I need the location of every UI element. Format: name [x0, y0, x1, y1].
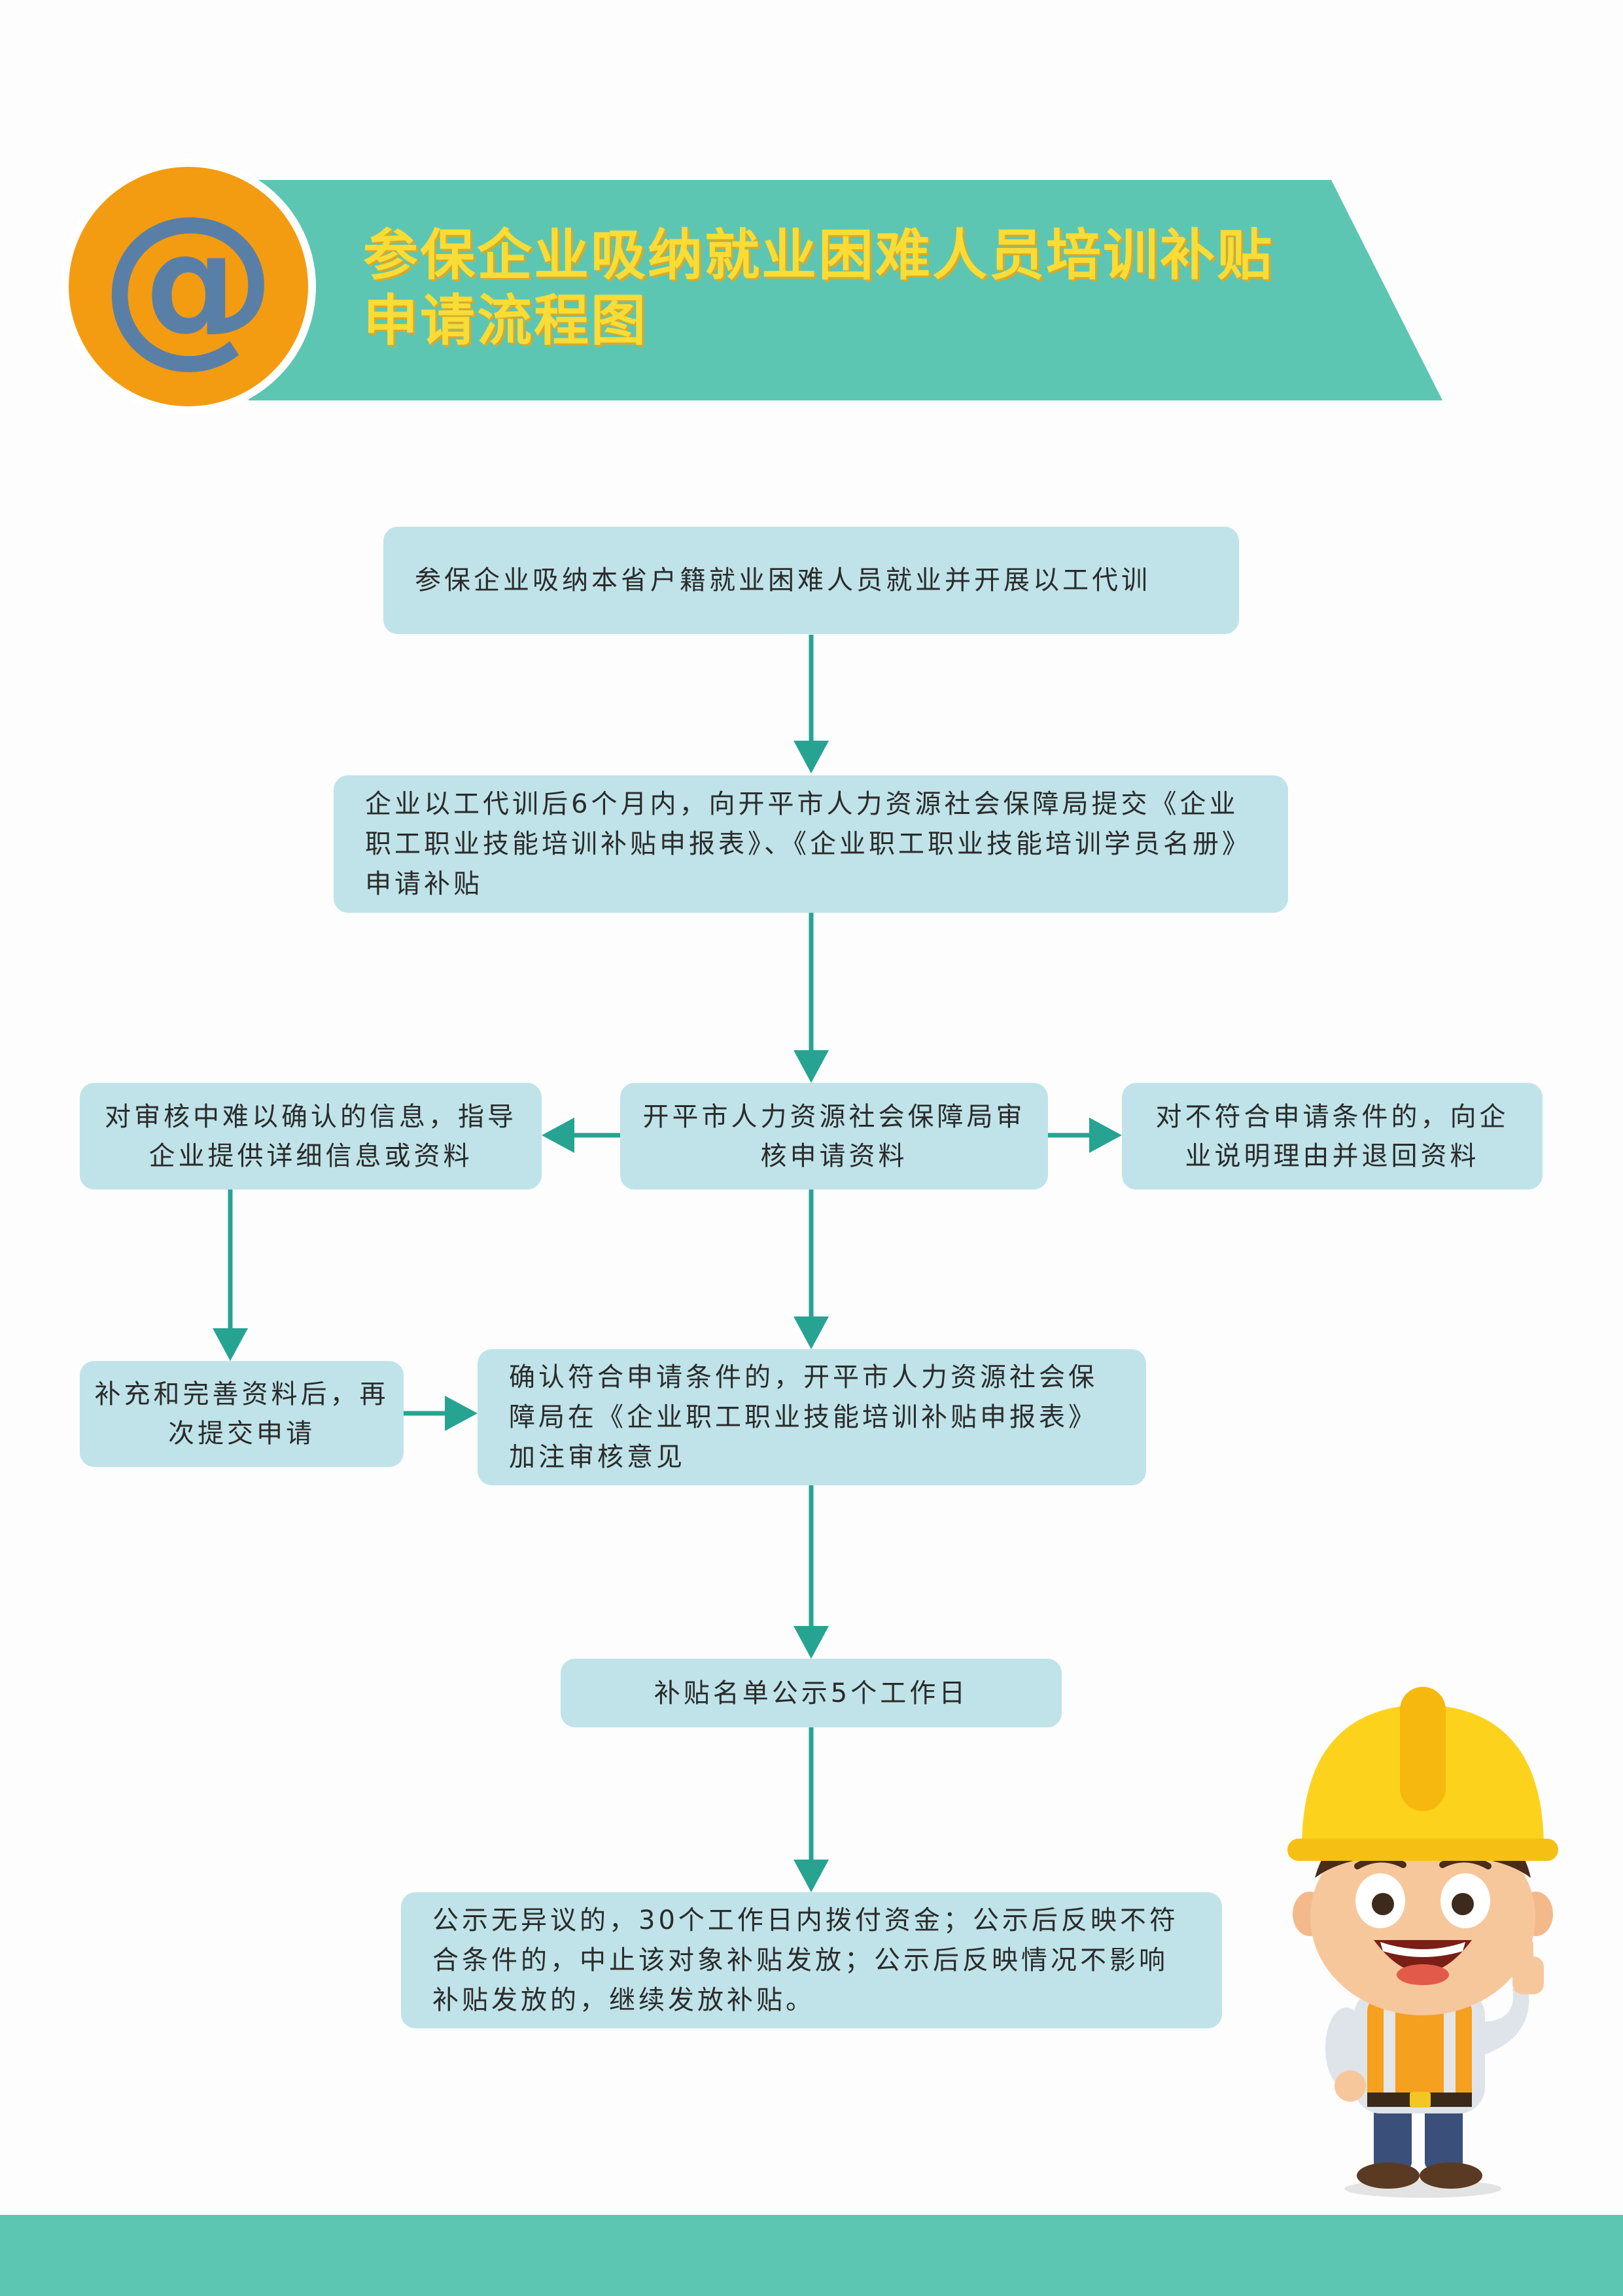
reject-text: 对不符合申请条件的，向企业说明理由并退回资料 — [1142, 1097, 1523, 1176]
arrow-head-2-3 — [794, 1050, 829, 1083]
mascot-right-pupil — [1452, 1893, 1474, 1915]
mascot-left-pupil — [1372, 1893, 1394, 1915]
payment-box: 公示无异议的，30个工作日内拨付资金；公示后反映不符合条件的，中止该对象补贴发放… — [401, 1892, 1222, 2028]
at-sign-icon: @ — [100, 177, 277, 383]
footer-bar — [0, 2215, 1623, 2296]
approval-text: 确认符合申请条件的，开平市人力资源社会保障局在《企业职工职业技能培训补贴申报表》… — [509, 1358, 1115, 1477]
mascot-left-shoe — [1357, 2163, 1420, 2189]
mascot-left-hand — [1335, 2070, 1366, 2102]
step-review-text: 开平市人力资源社会保障局审核申请资料 — [638, 1097, 1030, 1176]
arrow-head-5-6 — [794, 1860, 829, 1892]
mascot-tongue — [1397, 1964, 1449, 1985]
publicity-text: 补贴名单公示5个工作日 — [592, 1674, 1030, 1713]
mascot-vest-stripe-left — [1384, 1996, 1395, 2107]
step-submit-text: 企业以工代训后6个月内，向开平市人力资源社会保障局提交《企业职工职业技能培训补贴… — [365, 785, 1257, 904]
info-request-text: 对审核中难以确认的信息，指导企业提供详细信息或资料 — [98, 1097, 523, 1176]
step-submit-box: 企业以工代训后6个月内，向开平市人力资源社会保障局提交《企业职工职业技能培训补贴… — [334, 775, 1288, 913]
mascot-helmet-brim — [1287, 1839, 1558, 1861]
reject-box: 对不符合申请条件的，向企业说明理由并退回资料 — [1122, 1083, 1543, 1190]
step-review-box: 开平市人力资源社会保障局审核申请资料 — [620, 1083, 1048, 1190]
page-title: 参保企业吸纳就业困难人员培训补贴 申请流程图 — [363, 222, 1384, 353]
info-request-box: 对审核中难以确认的信息，指导企业提供详细信息或资料 — [80, 1083, 542, 1190]
arrow-head-3-right — [1089, 1118, 1122, 1153]
arrow-head-3-left — [542, 1118, 574, 1153]
arrow-head-left-down — [213, 1328, 248, 1361]
payment-text: 公示无异议的，30个工作日内拨付资金；公示后反映不符合条件的，中止该对象补贴发放… — [432, 1901, 1191, 2021]
mascot-helmet-crest — [1400, 1687, 1446, 1811]
mascot-buckle — [1410, 2092, 1431, 2108]
arrow-head-1-2 — [794, 741, 829, 773]
arrow-head-3-4 — [794, 1316, 829, 1349]
construction-worker-mascot — [1269, 1682, 1577, 2199]
step-start-text: 参保企业吸纳本省户籍就业困难人员就业并开展以工代训 — [415, 561, 1208, 600]
arrow-head-4-5 — [794, 1626, 829, 1659]
mascot-right-shoe — [1420, 2163, 1482, 2189]
resubmit-text: 补充和完善资料后，再次提交申请 — [94, 1375, 389, 1453]
publicity-box: 补贴名单公示5个工作日 — [561, 1659, 1062, 1727]
title-line-1: 参保企业吸纳就业困难人员培训补贴 — [363, 222, 1384, 288]
arrow-head-supp-4 — [445, 1396, 478, 1431]
resubmit-box: 补充和完善资料后，再次提交申请 — [80, 1361, 404, 1467]
step-start-box: 参保企业吸纳本省户籍就业困难人员就业并开展以工代训 — [383, 527, 1239, 634]
title-line-2: 申请流程图 — [363, 288, 1384, 353]
approval-box: 确认符合申请条件的，开平市人力资源社会保障局在《企业职工职业技能培训补贴申报表》… — [478, 1349, 1146, 1485]
